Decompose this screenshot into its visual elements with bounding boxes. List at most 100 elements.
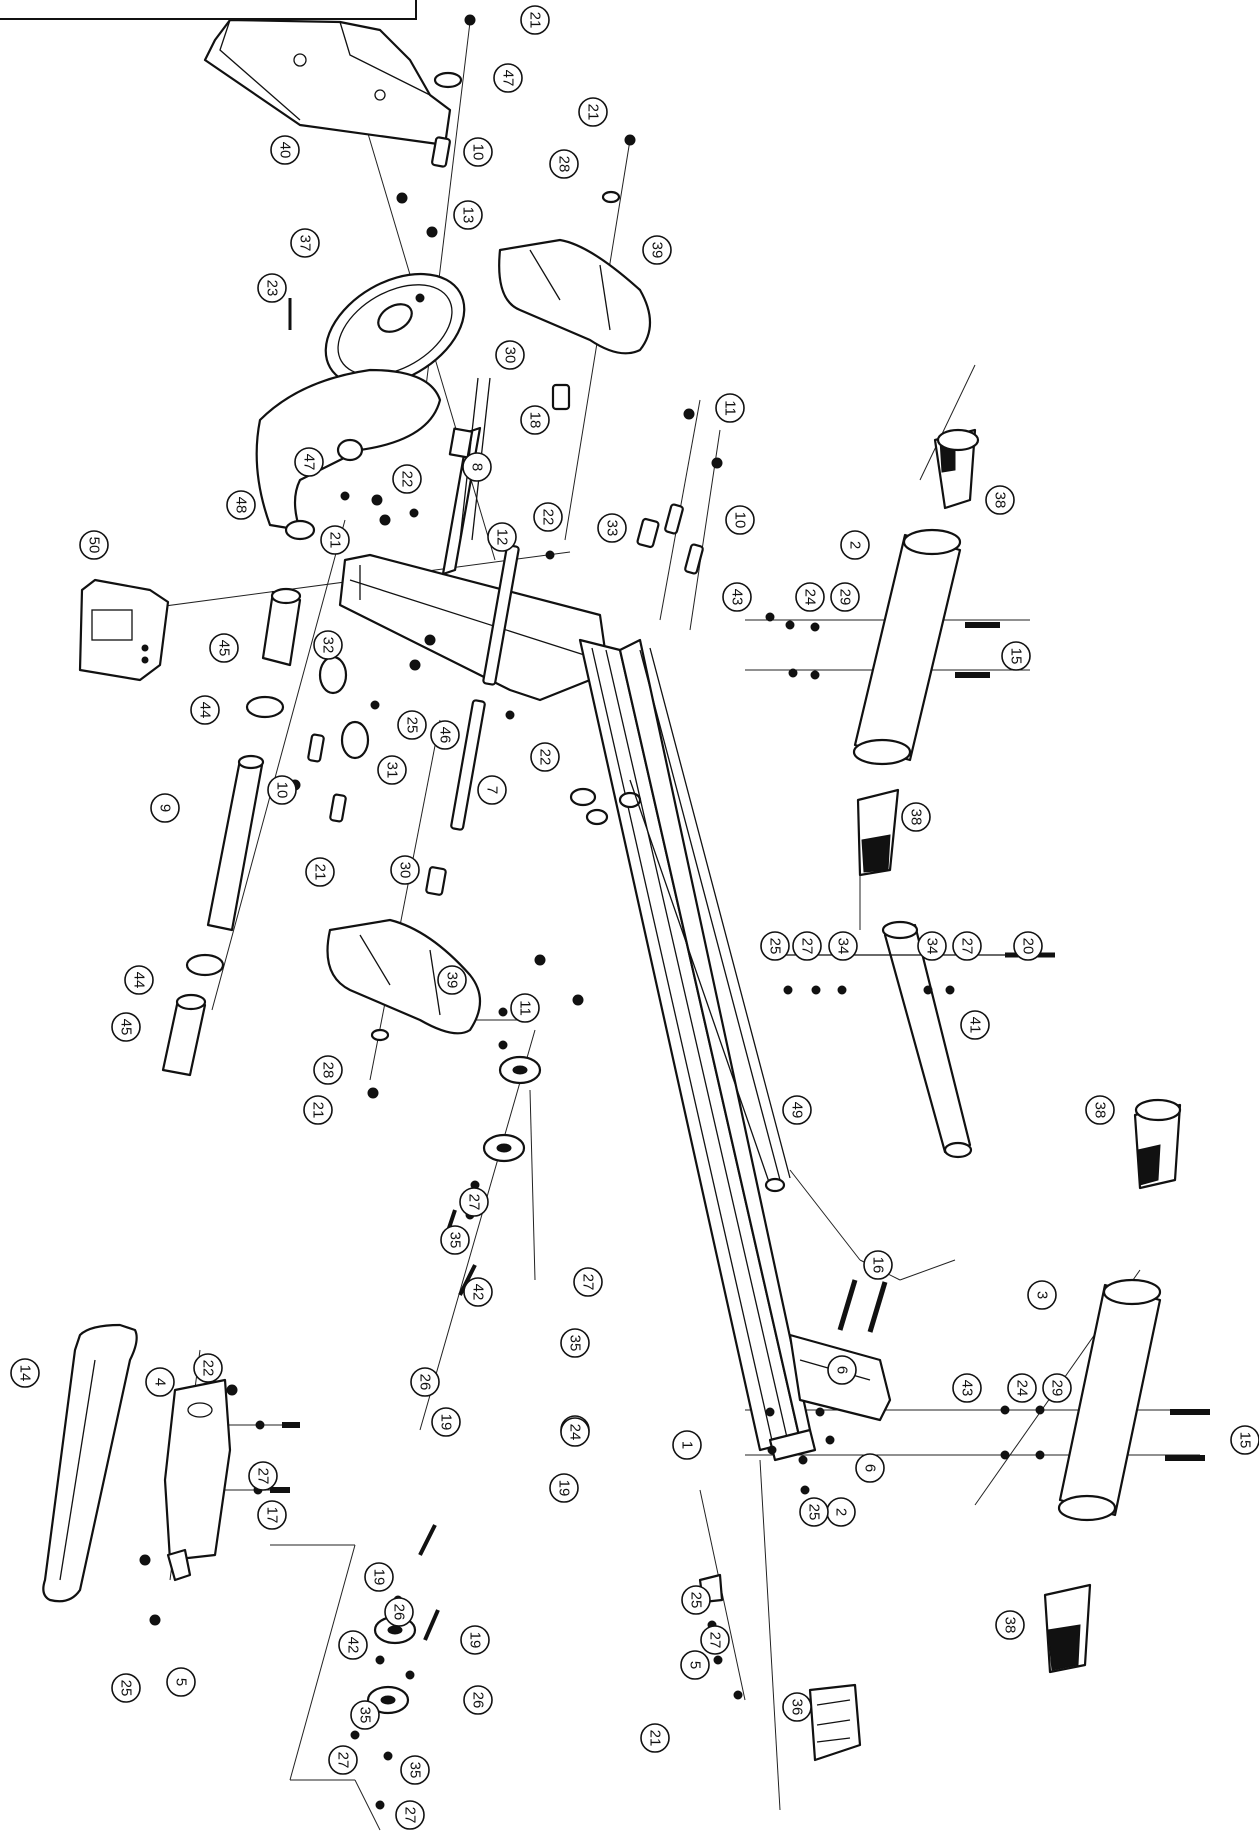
callout-number: 26 xyxy=(417,1374,434,1391)
callout-circle xyxy=(395,1800,425,1830)
callout-number: 21 xyxy=(312,864,329,881)
callout-part-11: 11 xyxy=(715,393,745,423)
callout-circle xyxy=(917,931,947,961)
callout-part-2: 2 xyxy=(826,1497,856,1527)
callout-part-31: 31 xyxy=(377,755,407,785)
callout-number: 10 xyxy=(274,782,291,799)
callout-circle xyxy=(124,965,154,995)
callout-circle xyxy=(226,490,256,520)
callout-part-50: 50 xyxy=(79,530,109,560)
callout-number: 6 xyxy=(862,1464,879,1472)
callout-number: 37 xyxy=(297,235,314,252)
callout-number: 19 xyxy=(467,1632,484,1649)
callout-number: 34 xyxy=(835,938,852,955)
callout-part-24: 24 xyxy=(1007,1373,1037,1403)
part-seat-bracket xyxy=(163,1378,232,1562)
callout-number: 7 xyxy=(484,786,501,794)
callout-number: 2 xyxy=(833,1508,850,1516)
callout-number: 39 xyxy=(649,242,666,259)
callout-number: 45 xyxy=(216,640,233,657)
callout-number: 11 xyxy=(517,1000,534,1016)
callout-number: 8 xyxy=(469,463,486,471)
callout-number: 47 xyxy=(301,454,318,471)
callout-part-36: 36 xyxy=(782,1692,812,1722)
callout-number: 11 xyxy=(722,400,739,416)
callout-circle xyxy=(460,1625,490,1655)
callout-number: 22 xyxy=(200,1360,217,1377)
callout-part-39: 39 xyxy=(642,235,672,265)
callout-circle xyxy=(437,965,467,995)
callout-part-29: 29 xyxy=(830,582,860,612)
callout-circle xyxy=(294,447,324,477)
callout-circle xyxy=(463,137,493,167)
callout-circle xyxy=(1013,931,1043,961)
callout-number: 27 xyxy=(335,1752,352,1769)
callout-circle xyxy=(520,405,550,435)
callout-circle xyxy=(995,1610,1025,1640)
callout-circle xyxy=(795,582,825,612)
callout-number: 21 xyxy=(527,12,544,29)
callout-circle xyxy=(573,1267,603,1297)
callout-circle xyxy=(715,393,745,423)
callout-number: 27 xyxy=(466,1194,483,1211)
callout-part-25: 25 xyxy=(397,710,427,740)
callout-number: 27 xyxy=(402,1807,419,1824)
callout-circle xyxy=(520,5,550,35)
part-hardware xyxy=(139,14,1210,1810)
callout-circle xyxy=(111,1673,141,1703)
callout-number: 28 xyxy=(320,1062,337,1079)
part-pedal-bottom xyxy=(326,918,482,1035)
callout-part-25: 25 xyxy=(799,1497,829,1527)
callout-circle xyxy=(560,1328,590,1358)
callout-circle xyxy=(782,1095,812,1125)
callout-number: 40 xyxy=(277,142,294,159)
callout-circle xyxy=(440,1225,470,1255)
callout-number: 30 xyxy=(397,862,414,879)
callout-circle xyxy=(510,993,540,1023)
callout-part-24: 24 xyxy=(560,1417,590,1447)
callout-circle xyxy=(463,1277,493,1307)
callout-circle xyxy=(384,1597,414,1627)
callout-number: 27 xyxy=(799,938,816,955)
callout-number: 21 xyxy=(585,104,602,121)
callout-circle xyxy=(267,775,297,805)
callout-number: 31 xyxy=(384,762,401,779)
callout-circle xyxy=(722,582,752,612)
callout-part-21: 21 xyxy=(303,1095,333,1125)
callout-part-27: 27 xyxy=(792,931,822,961)
part-rear-stabilizer xyxy=(1057,1278,1162,1522)
callout-number: 14 xyxy=(17,1365,34,1382)
callout-part-38: 38 xyxy=(995,1610,1025,1640)
callout-number: 4 xyxy=(152,1378,169,1386)
callout-part-27: 27 xyxy=(952,931,982,961)
callout-part-22: 22 xyxy=(392,464,422,494)
callout-part-21: 21 xyxy=(305,857,335,887)
callout-circle xyxy=(985,485,1015,515)
callout-number: 21 xyxy=(310,1102,327,1119)
callout-number: 22 xyxy=(399,471,416,488)
callout-circle xyxy=(799,1497,829,1527)
part-console xyxy=(78,578,170,682)
callout-circle xyxy=(462,452,492,482)
callout-circle xyxy=(150,793,180,823)
callout-number: 27 xyxy=(707,1632,724,1649)
callout-part-44: 44 xyxy=(124,965,154,995)
callout-number: 48 xyxy=(233,497,250,514)
callout-number: 25 xyxy=(767,938,784,955)
callout-circle xyxy=(672,1430,702,1460)
callout-part-19: 19 xyxy=(460,1625,490,1655)
callout-circle xyxy=(305,857,335,887)
callout-number: 15 xyxy=(1008,648,1025,665)
callout-part-22: 22 xyxy=(530,742,560,772)
callout-part-4: 4 xyxy=(145,1367,175,1397)
callout-circle xyxy=(477,775,507,805)
callout-number: 22 xyxy=(540,509,557,526)
callout-part-10: 10 xyxy=(267,775,297,805)
callout-number: 26 xyxy=(470,1692,487,1709)
callout-part-6: 6 xyxy=(827,1355,857,1385)
callout-circle xyxy=(364,1562,394,1592)
callout-circle xyxy=(1085,1095,1115,1125)
callout-number: 21 xyxy=(327,532,344,549)
callout-number: 19 xyxy=(438,1414,455,1431)
